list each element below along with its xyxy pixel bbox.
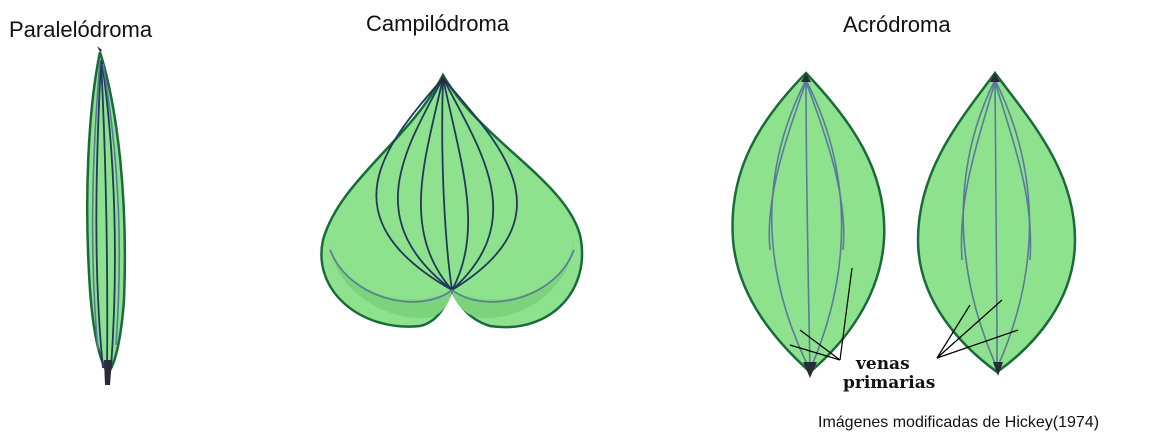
annotation-venas: venas <box>855 354 910 374</box>
leaf-acrodroma-1 <box>732 73 884 378</box>
leaf-campilodroma <box>321 75 582 327</box>
image-credit-caption: Imágenes modificadas de Hickey(1974) <box>818 414 1099 432</box>
annotation-primarias: primarias <box>843 373 935 393</box>
leaf-paralelodroma <box>87 46 125 385</box>
leaf-acrodroma-2 <box>918 73 1075 376</box>
